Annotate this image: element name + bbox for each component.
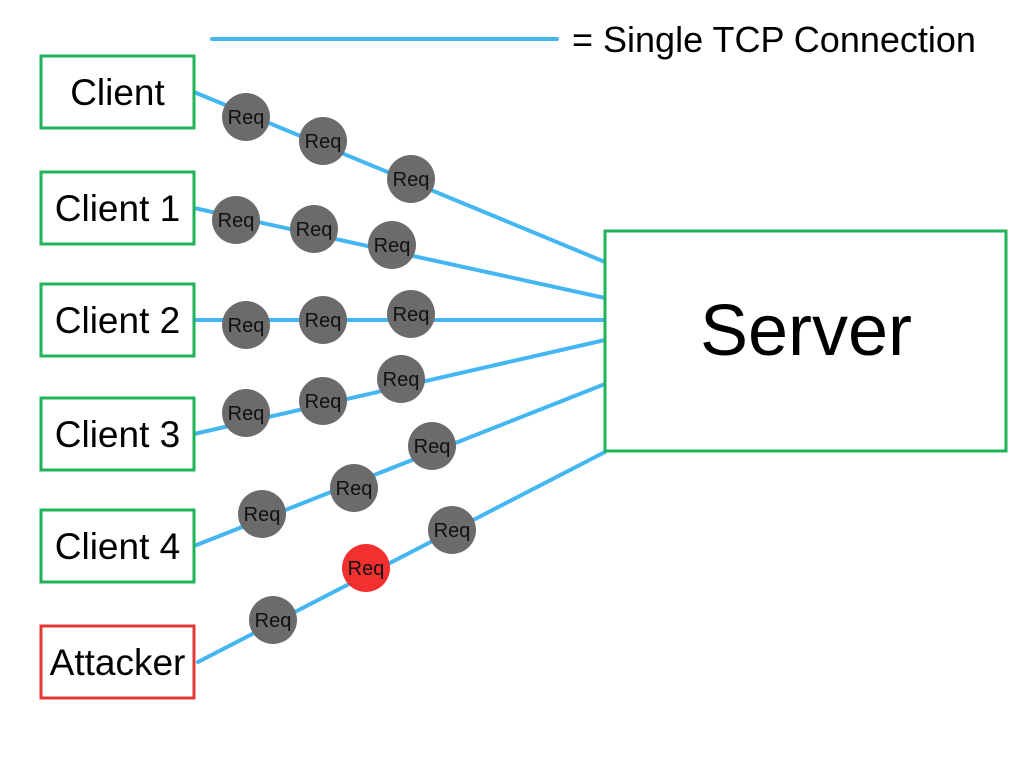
client-label: Client 4 [55,526,180,567]
client-node: Client [39,54,196,130]
request-label: Req [228,107,265,129]
request-label: Req [374,235,411,257]
client-box [39,170,196,246]
request-label: Req [434,520,471,542]
request-label: Req [228,315,265,337]
request-circle [368,221,416,269]
request-circle [387,155,435,203]
request-marker: Req [299,296,347,344]
request-marker: Req [387,290,435,338]
client-label: Client 3 [55,414,180,455]
request-marker: Req [299,117,347,165]
request-marker: Req [408,422,456,470]
client-box [39,54,196,130]
legend-label: = Single TCP Connection [572,19,976,60]
request-circle [222,389,270,437]
request-label: Req [296,219,333,241]
request-label: Req [414,436,451,458]
request-circle [290,205,338,253]
request-circle [377,355,425,403]
request-circle [299,296,347,344]
request-label: Req [305,391,342,413]
request-label: Req [336,478,373,500]
request-marker: Req [222,389,270,437]
request-label: Req [244,504,281,526]
request-marker: Req [222,301,270,349]
client-box [39,396,196,472]
request-circle [330,464,378,512]
client-node: Client 1 [39,170,196,246]
request-marker: Req [249,596,297,644]
request-marker: Req [377,355,425,403]
request-circle [212,196,260,244]
client-node: Client 3 [39,396,196,472]
request-marker: Req [330,464,378,512]
request-circle [238,490,286,538]
request-label: Req [218,210,255,232]
request-label: Req [255,610,292,632]
request-circle [249,596,297,644]
request-marker: Req [290,205,338,253]
request-marker: Req [238,490,286,538]
request-label: Req [228,403,265,425]
client-node: Client 2 [39,282,196,358]
malicious-request-circle [342,544,390,592]
server-box [603,229,1008,453]
request-circle [299,377,347,425]
request-label: Req [393,169,430,191]
request-circle [222,301,270,349]
client-box [39,508,196,584]
request-marker: Req [212,196,260,244]
attacker-label: Attacker [50,642,186,683]
client-label: Client 2 [55,300,180,341]
server-label: Server [700,291,912,371]
request-circle [222,93,270,141]
request-marker: Req [299,377,347,425]
malicious-request: Req [342,544,390,592]
attacker-box [39,624,196,700]
client-node: Client 4 [39,508,196,584]
client-box [39,282,196,358]
request-marker: Req [428,506,476,554]
client-label: Client [70,72,165,113]
attacker-node: Attacker [39,624,196,700]
request-marker: Req [222,93,270,141]
request-label: Req [383,369,420,391]
request-label: Req [305,131,342,153]
request-circle [299,117,347,165]
request-circle [387,290,435,338]
request-label: Req [305,310,342,332]
client-label: Client 1 [55,188,180,229]
request-marker: Req [368,221,416,269]
request-circle [428,506,476,554]
request-label: Req [393,304,430,326]
request-marker: Req [387,155,435,203]
server-node: Server [603,229,1008,453]
request-label: Req [348,558,385,580]
legend: = Single TCP Connection [210,19,976,60]
request-circle [408,422,456,470]
